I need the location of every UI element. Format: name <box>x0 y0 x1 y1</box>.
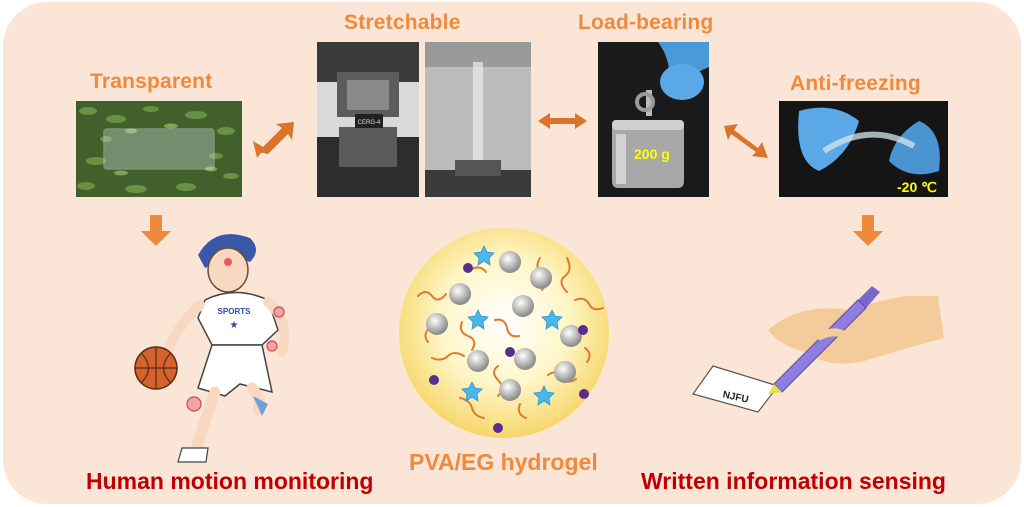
property-stretchable-title: Stretchable <box>344 11 461 34</box>
stretched-hydrogel-strip <box>473 62 483 177</box>
svg-text:CERG-4: CERG-4 <box>358 120 381 126</box>
property-load-bearing-title: Load-bearing <box>578 11 714 34</box>
left-leg <box>190 386 221 456</box>
temperature-label: -20 ℃ <box>897 179 937 195</box>
purple-dots <box>429 263 589 433</box>
stretchable-elongated-photo <box>425 42 531 197</box>
hydrogel-sheet <box>103 128 215 170</box>
sensor-patches <box>186 306 285 412</box>
jersey-star: ★ <box>230 320 239 331</box>
paper-sheet <box>692 365 780 413</box>
pen-tip <box>768 384 782 394</box>
blue-glove-left <box>798 107 859 171</box>
paper-text: NJFU <box>722 389 750 405</box>
athlete-illustration: SPORTS ★ <box>134 234 290 463</box>
bent-hydrogel <box>822 131 916 154</box>
star-crosslink-icon <box>461 245 563 406</box>
stretchable-tensile-photo: CERG-4 <box>317 42 419 197</box>
blue-glove-right <box>889 121 940 175</box>
down-arrow-icon <box>141 215 171 246</box>
double-arrow-icon <box>724 124 768 158</box>
hydrogel-strip <box>646 90 652 116</box>
hydrogel-sphere <box>399 228 609 438</box>
shoe <box>177 447 209 463</box>
head <box>207 247 249 293</box>
application-human-motion-title: Human motion monitoring <box>86 468 374 494</box>
load-bearing-photo: 200 g <box>598 42 709 197</box>
anti-freezing-photo: -20 ℃ <box>779 101 948 197</box>
double-arrow-icon <box>538 113 587 129</box>
left-arm <box>163 300 205 355</box>
down-arrow-icon <box>853 215 883 246</box>
writing-illustration: NJFU <box>692 286 944 413</box>
hydrogel-network <box>399 228 609 438</box>
shorts <box>197 344 273 397</box>
jersey-text: SPORTS <box>218 307 252 316</box>
eg-spheres <box>426 251 582 401</box>
weight-cylinder <box>612 120 684 188</box>
transparent-hydrogel-photo <box>76 101 242 197</box>
weight-label: 200 g <box>634 146 670 162</box>
pen-cap <box>858 286 880 308</box>
right-arm <box>263 297 290 357</box>
grass-background <box>76 101 242 197</box>
property-transparent-title: Transparent <box>90 70 213 93</box>
double-arrow-icon <box>253 122 294 158</box>
hydrogel-title: PVA/EG hydrogel <box>409 449 598 475</box>
application-written-info-title: Written information sensing <box>641 468 946 494</box>
property-anti-freezing-title: Anti-freezing <box>790 72 921 95</box>
